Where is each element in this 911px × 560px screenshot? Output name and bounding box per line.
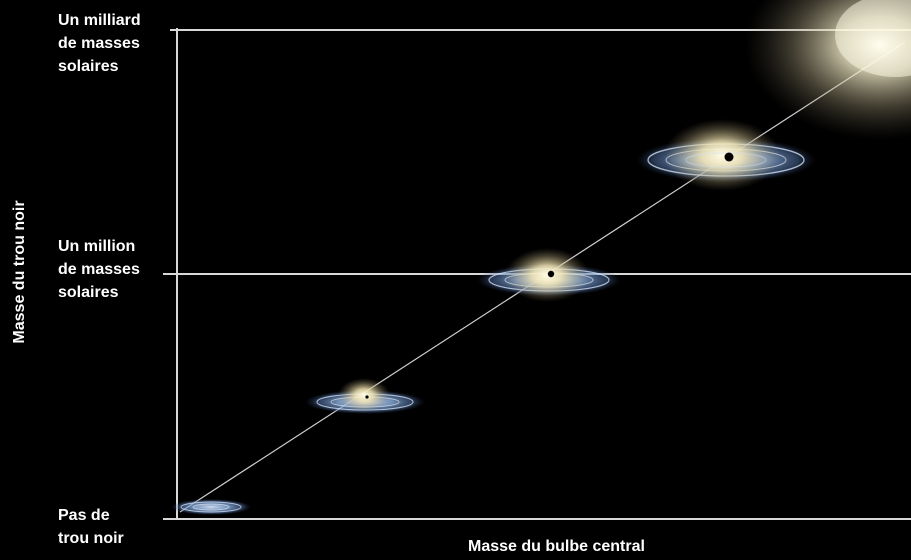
galaxy-small <box>305 378 425 414</box>
label-no-black-hole: Pas de trou noir <box>58 504 124 550</box>
label-no-black-hole-line-2: trou noir <box>58 530 124 547</box>
label-billion-line-1: Un milliard <box>58 12 141 29</box>
label-million-line-3: solaires <box>58 284 119 301</box>
label-billion-solar-masses: Un milliard de masses solaires <box>58 9 141 78</box>
galaxy-million <box>477 248 621 302</box>
label-million-solar-masses: Un million de masses solaires <box>58 235 140 304</box>
label-million-line-1: Un million <box>58 238 136 255</box>
label-no-black-hole-line-1: Pas de <box>58 507 110 524</box>
galaxy-billion <box>745 0 911 140</box>
label-billion-line-2: de masses <box>58 35 140 52</box>
label-million-line-2: de masses <box>58 261 140 278</box>
label-billion-line-3: solaires <box>58 58 119 75</box>
x-axis-title: Masse du bulbe central <box>468 538 645 555</box>
galaxy-large <box>636 119 816 191</box>
galaxy-no-black-hole <box>171 499 251 515</box>
y-axis-title: Masse du trou noir <box>11 200 28 344</box>
